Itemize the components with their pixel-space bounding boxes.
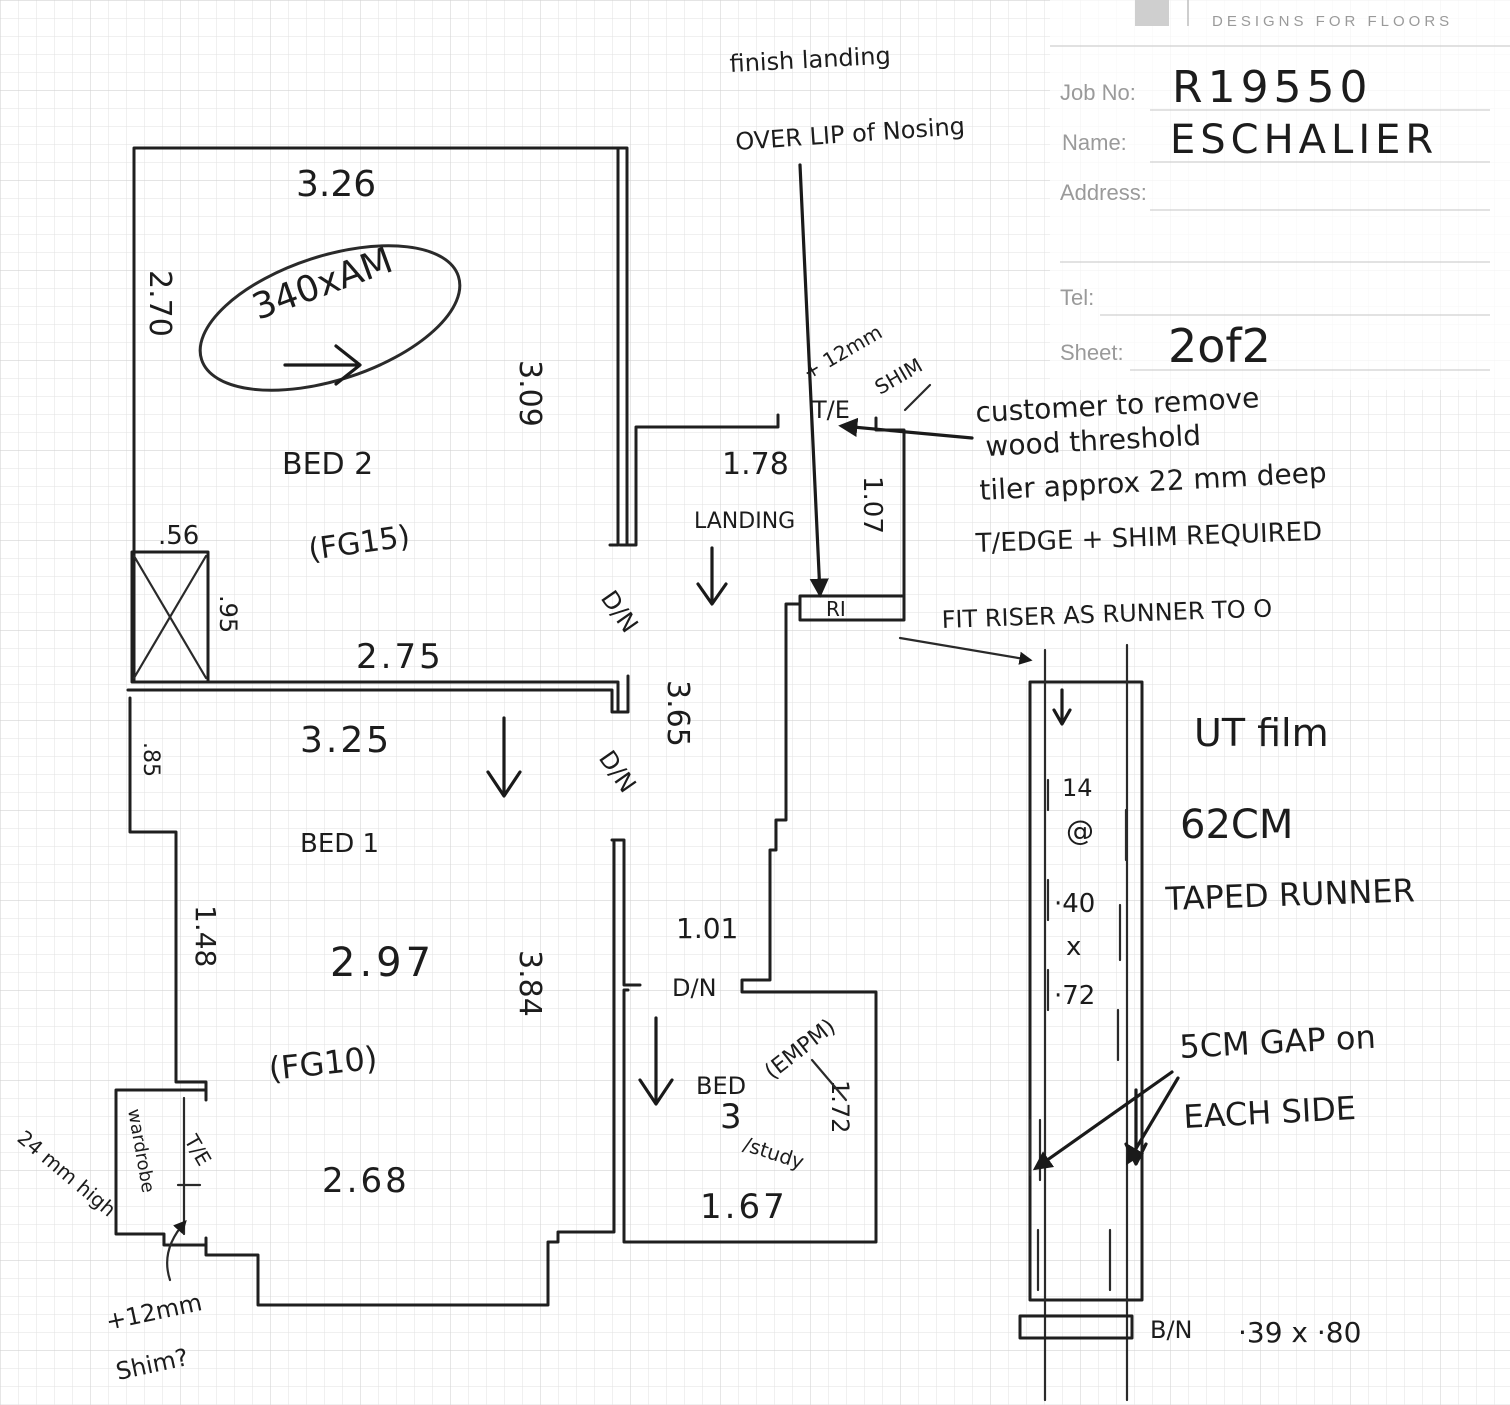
bed2-top-dim: 3.26 [296,164,376,205]
runner-type: TAPED RUNNER [1164,871,1415,918]
bed1-bottom-dim: 2.68 [322,1161,410,1201]
bed3-number: 3 [720,1097,742,1137]
bed3-top-dim: 1.01 [676,912,738,945]
gap-arrow-left [1032,1070,1174,1171]
landing-te-label: T/E [811,396,850,424]
bed2-right-dim: 3.09 [512,360,547,427]
runner-x: x [1066,932,1081,962]
bed2-name: BED 2 [282,447,373,482]
customer-note-arrow [838,417,974,440]
name-value: ESCHALIER [1170,117,1438,163]
runner-count: 14 [1062,774,1093,802]
stair-runner-diagram [1018,643,1180,1402]
runner-depth-dim: ·72 [1054,981,1095,1011]
bed3-side-dim: 1.72 [826,1080,854,1133]
bed1-left-small-dim: .85 [138,742,163,777]
bed1-top-dim: 3.25 [300,720,392,761]
over-lip-arrow [798,163,829,598]
landing-riser-label: RI [826,597,846,621]
runner-at: @ [1066,814,1094,847]
bed1-mid-dim: 2.97 [330,940,435,986]
bed2-cupboard-top-dim: .56 [158,521,199,551]
runner-bn-size: ·39 x ·80 [1238,1316,1361,1349]
bed2-product-circle [198,244,462,392]
runner-bn-label: B/N [1150,1316,1193,1344]
bed2-direction-arrow [283,344,362,386]
bed2-left-dim: 2.70 [142,270,177,337]
header-form: DESIGNS FOR FLOORS Job No: R19550 Name: … [1050,0,1510,390]
brand-tagline: DESIGNS FOR FLOORS [1212,13,1453,30]
bed1-direction-arrow [486,716,522,798]
runner-tread-dim: ·40 [1054,889,1095,919]
job-no-value: R19550 [1172,62,1373,113]
fit-riser-arrow [898,636,1033,665]
landing-direction-arrow [696,546,728,606]
address-label: Address: [1060,180,1147,205]
bed1-shim-arrow [166,1220,187,1282]
sheet-value: 2of2 [1168,319,1271,373]
gap-arrow-right [1126,1076,1180,1166]
brand-logo-mark [1135,0,1169,26]
landing-name: LANDING [694,509,795,534]
bed1-name: BED 1 [300,829,379,859]
bed3-dn: D/N [672,974,717,1002]
runner-width: 62CM [1180,802,1293,848]
hall-side-dim: 3.65 [660,680,695,747]
bed2-bottom-dim: 2.75 [356,637,444,677]
bed3-bottom-dim: 1.67 [700,1187,788,1227]
runner-gap-line2: EACH SIDE [1182,1089,1356,1136]
runner-ut-film: UT film [1194,711,1329,755]
name-label: Name: [1062,130,1127,155]
bed3-direction-arrow [638,1016,674,1106]
landing-top-dim: 1.78 [722,447,789,482]
bed2-cupboard-side-dim: .95 [214,595,242,633]
tel-label: Tel: [1060,285,1094,310]
bed3-name: BED [696,1072,746,1100]
sheet-label: Sheet: [1060,340,1124,365]
landing-side-dim: 1.07 [857,476,887,534]
bed1-left-dim: 1.48 [189,905,222,967]
job-no-label: Job No: [1060,80,1136,105]
bed1-right-dim: 3.84 [512,950,547,1017]
